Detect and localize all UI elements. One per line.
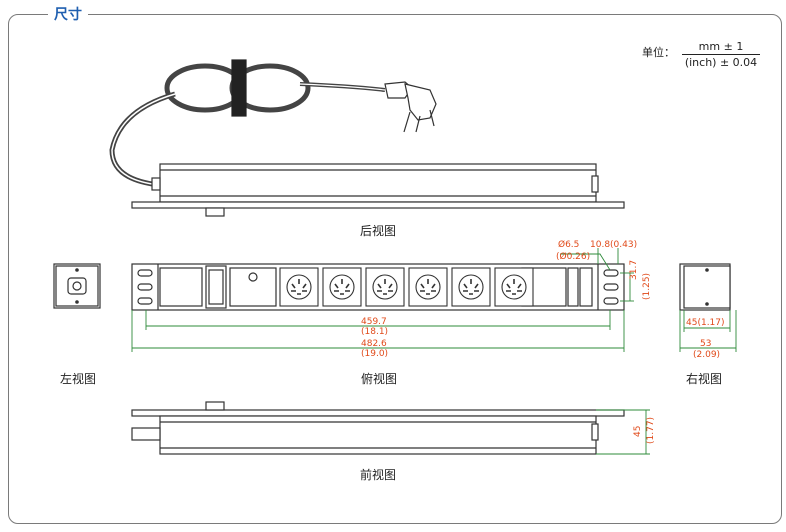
- socket-outlet: [322, 267, 362, 307]
- dim-482-inch: (19.0): [361, 349, 389, 359]
- caption-back-view: 后视图: [360, 224, 397, 238]
- power-plug: [384, 81, 437, 133]
- dim-slot: 10.8(0.43): [590, 240, 638, 250]
- unit-denominator: (inch) ± 0.04: [684, 56, 758, 69]
- socket-outlet: [451, 267, 491, 307]
- socket-group: [279, 267, 534, 307]
- mount-slot: [603, 283, 619, 291]
- caption-left-view: 左视图: [60, 372, 97, 386]
- dim-hole-dia: Ø6.5: [558, 240, 580, 250]
- dim-hole-dia-inch: (Ø0.26): [556, 252, 591, 262]
- unit-note: 单位： mm ± 1 (inch) ± 0.04: [642, 40, 760, 69]
- front-bracket: [131, 409, 625, 417]
- dim-height: 45: [633, 425, 643, 437]
- section-title: 尺寸: [48, 4, 88, 24]
- mount-slot: [603, 297, 619, 305]
- diagram-frame: [8, 14, 782, 524]
- mount-slot: [603, 269, 619, 277]
- dim-pitch-inch: (1.25): [642, 272, 652, 300]
- blank-module: [159, 267, 203, 307]
- mount-slot: [137, 297, 153, 305]
- unit-label: 单位：: [642, 46, 675, 59]
- unit-fraction: mm ± 1 (inch) ± 0.04: [682, 40, 760, 69]
- front-view: [131, 401, 625, 455]
- caption-front-view: 前视图: [360, 468, 397, 482]
- dim-width-inch: (2.09): [693, 350, 721, 360]
- left-view: [53, 263, 101, 309]
- dim-482: 482.6: [361, 339, 387, 349]
- socket-outlet: [408, 267, 448, 307]
- right-view: [679, 263, 731, 311]
- caption-top-view: 俯视图: [361, 372, 398, 386]
- cable-tie: [231, 59, 247, 117]
- unit-numerator: mm ± 1: [682, 40, 760, 55]
- dimension-lines: [131, 248, 737, 455]
- mount-slot: [137, 283, 153, 291]
- dim-459-inch: (18.1): [361, 327, 389, 337]
- caption-right-view: 右视图: [686, 372, 723, 386]
- dim-depth: 45(1.17): [686, 318, 725, 328]
- socket-outlet: [365, 267, 405, 307]
- dim-width: 53: [700, 339, 712, 349]
- dim-pitch: 31.7: [629, 259, 639, 280]
- dim-height-inch: (1.77): [646, 416, 656, 444]
- socket-outlet: [494, 267, 534, 307]
- back-view: [109, 59, 625, 217]
- socket-outlet: [279, 267, 319, 307]
- mount-slot: [137, 269, 153, 277]
- dim-459: 459.7: [361, 317, 387, 327]
- back-bracket: [131, 201, 625, 209]
